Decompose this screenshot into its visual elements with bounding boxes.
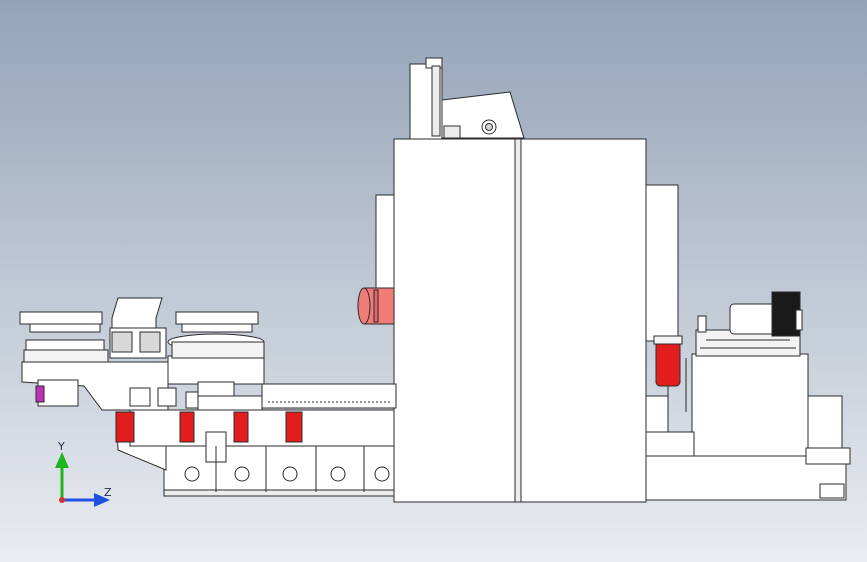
hydraulic-unit (691, 291, 809, 465)
red-accent-blocks (115, 411, 303, 443)
column-side-panel (375, 194, 397, 296)
base-holes (184, 446, 390, 492)
spindle-head (409, 57, 525, 141)
right-side-box (645, 395, 669, 433)
z-axis-label: Z (104, 486, 112, 499)
main-column (393, 138, 647, 503)
magenta-part (35, 385, 45, 403)
y-axis-label: Y (58, 440, 65, 453)
machine-base (115, 409, 395, 497)
red-filter (653, 335, 683, 396)
salmon-spindle-motor (357, 287, 397, 325)
column-right-panel (643, 184, 679, 342)
pallet-changer (19, 297, 265, 411)
x-rail (261, 383, 397, 409)
axis-triad (55, 452, 110, 507)
right-lower-box (807, 395, 843, 449)
right-base-rail (645, 431, 695, 457)
